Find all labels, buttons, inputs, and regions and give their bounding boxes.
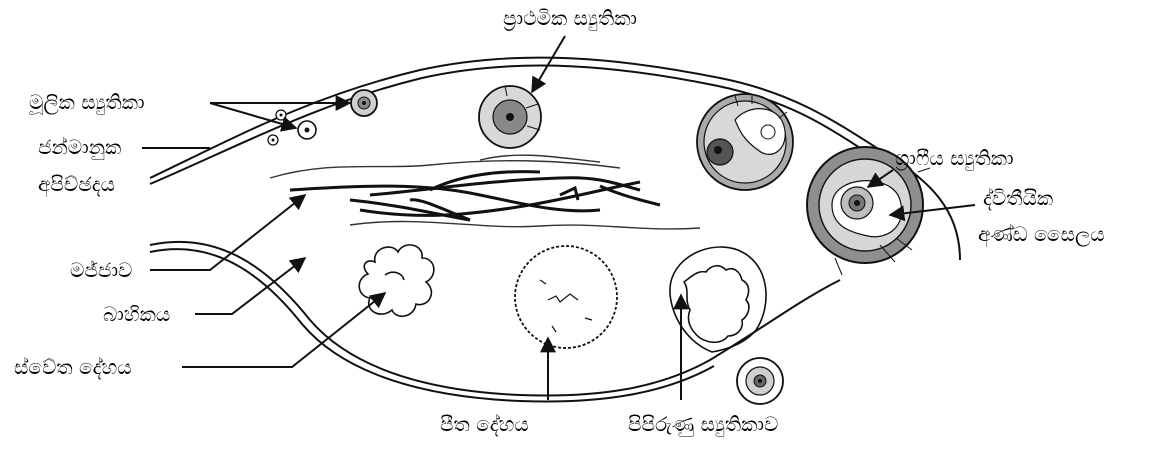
label-secondary-oocyte-line2: අණ්ඩ සෛලය [978, 222, 1105, 246]
ruptured-follicle [670, 247, 766, 352]
primordial-follicle-4 [268, 135, 278, 145]
label-ruptured-follicle: පිපිරුණු ස්‍යුතිකාව [628, 412, 778, 436]
primordial-follicles [268, 90, 377, 145]
label-corpus-albicans: ස්වේත දේහය [14, 355, 132, 379]
label-corpus-luteum: පීත දේහය [440, 412, 529, 436]
primordial-follicle-1 [351, 90, 377, 116]
label-primary-follicle: ප්‍රාථමික ස්‍යුතිකා [503, 6, 637, 30]
label-secondary-oocyte-line1: ද්විතීයික [983, 186, 1053, 210]
arrow-medulla [150, 195, 305, 270]
ovary-inner-bottom [150, 249, 714, 401]
primordial-follicle-3 [276, 110, 286, 120]
label-primordial-follicle: මූලික ස්‍යුතිකා [29, 90, 145, 114]
ovary-outer-bottom [150, 242, 840, 396]
label-germinal-epithelium-line2: අපිච්ඡදය [38, 172, 115, 196]
label-cortex: බාහිකය [103, 302, 170, 326]
medulla-vessels [290, 172, 660, 220]
medulla-lines [270, 155, 700, 229]
label-germinal-epithelium-line1: ජන්මානුක [38, 135, 121, 159]
arrow-primary-follicle [532, 36, 565, 92]
label-graafian-follicle: ග්‍රාෆීය ස්‍යුතිකා [895, 146, 1014, 170]
arrow-cortex [195, 258, 305, 314]
label-medulla: මජ්ජාව [70, 258, 132, 282]
corpus-luteum [515, 246, 617, 348]
released-oocyte [737, 358, 783, 404]
primordial-follicle-2 [298, 121, 316, 139]
primary-follicle [479, 86, 541, 148]
secondary-follicle [697, 94, 793, 190]
